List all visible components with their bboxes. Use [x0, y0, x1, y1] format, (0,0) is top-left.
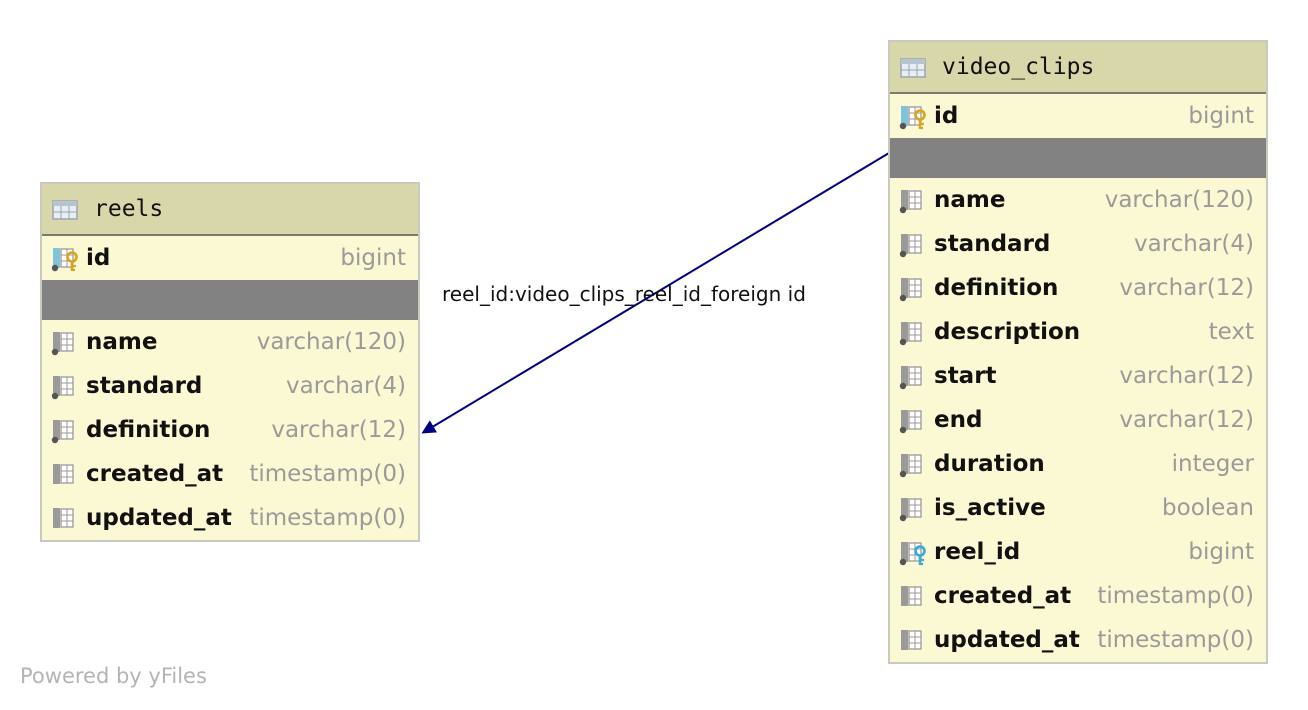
primary-key-icon [898, 101, 928, 131]
not-null-column-icon [898, 185, 928, 215]
table-reels[interactable]: reels id bigint name varchar(120) standard v… [40, 182, 420, 542]
not-null-column-icon [898, 361, 928, 391]
column-type: varchar(120) [1104, 187, 1254, 213]
column-type: timestamp(0) [249, 505, 406, 531]
column-row-definition[interactable]: definition varchar(12) [890, 266, 1266, 310]
not-null-column-icon [50, 371, 80, 401]
column-row-standard[interactable]: standard varchar(4) [890, 222, 1266, 266]
not-null-column-icon [898, 493, 928, 523]
column-name: id [86, 245, 111, 271]
primary-key-icon [50, 243, 80, 273]
powered-by-label: Powered by yFiles [20, 664, 207, 688]
column-name: duration [934, 451, 1045, 477]
column-row-id[interactable]: id bigint [42, 236, 418, 280]
column-row-name[interactable]: name varchar(120) [42, 320, 418, 364]
column-type: timestamp(0) [1097, 583, 1254, 609]
column-name: reel_id [934, 539, 1021, 565]
column-type: bigint [1188, 539, 1254, 565]
not-null-column-icon [50, 415, 80, 445]
column-name: created_at [934, 583, 1072, 609]
column-name: end [934, 407, 983, 433]
column-name: definition [934, 275, 1059, 301]
not-null-column-icon [898, 405, 928, 435]
column-name: standard [86, 373, 203, 399]
column-row-reel-id[interactable]: reel_id bigint [890, 530, 1266, 574]
column-type: timestamp(0) [249, 461, 406, 487]
column-type: timestamp(0) [1097, 627, 1254, 653]
column-type: bigint [340, 245, 406, 271]
table-title: video_clips [942, 54, 1095, 80]
table-icon [898, 52, 928, 82]
column-row-id[interactable]: id bigint [890, 94, 1266, 138]
column-type: text [1208, 319, 1254, 345]
column-name: name [934, 187, 1006, 213]
foreign-key-icon [898, 537, 928, 567]
relationship-label: reel_id:video_clips_reel_id_foreign id [442, 282, 806, 306]
column-row-standard[interactable]: standard varchar(4) [42, 364, 418, 408]
column-row-name[interactable]: name varchar(120) [890, 178, 1266, 222]
column-icon [50, 503, 80, 533]
column-type: bigint [1188, 103, 1254, 129]
columns: name varchar(120) standard varchar(4) defini… [890, 178, 1266, 662]
column-row-created-at[interactable]: created_at timestamp(0) [42, 452, 418, 496]
column-icon [898, 581, 928, 611]
column-type: boolean [1162, 495, 1254, 521]
column-row-definition[interactable]: definition varchar(12) [42, 408, 418, 452]
column-row-end[interactable]: end varchar(12) [890, 398, 1266, 442]
not-null-column-icon [898, 449, 928, 479]
key-columns: id bigint [890, 94, 1266, 138]
column-row-created-at[interactable]: created_at timestamp(0) [890, 574, 1266, 618]
column-name: definition [86, 417, 211, 443]
column-icon [898, 625, 928, 655]
key-separator [890, 138, 1266, 178]
column-name: is_active [934, 495, 1046, 521]
column-type: varchar(12) [1119, 275, 1254, 301]
column-name: description [934, 319, 1081, 345]
column-row-duration[interactable]: duration integer [890, 442, 1266, 486]
relationship-line [421, 152, 890, 434]
not-null-column-icon [898, 229, 928, 259]
not-null-column-icon [50, 327, 80, 357]
columns: name varchar(120) standard varchar(4) defini… [42, 320, 418, 540]
column-row-updated-at[interactable]: updated_at timestamp(0) [42, 496, 418, 540]
not-null-column-icon [898, 317, 928, 347]
column-name: start [934, 363, 997, 389]
column-name: name [86, 329, 158, 355]
key-columns: id bigint [42, 236, 418, 280]
table-video-clips[interactable]: video_clips id bigint name varchar(120) sta… [888, 40, 1268, 664]
column-name: id [934, 103, 959, 129]
column-row-updated-at[interactable]: updated_at timestamp(0) [890, 618, 1266, 662]
table-header: video_clips [890, 42, 1266, 94]
key-separator [42, 280, 418, 320]
column-row-is-active[interactable]: is_active boolean [890, 486, 1266, 530]
column-name: standard [934, 231, 1051, 257]
column-name: created_at [86, 461, 224, 487]
column-name: updated_at [86, 505, 232, 531]
column-name: updated_at [934, 627, 1080, 653]
column-type: varchar(12) [1119, 363, 1254, 389]
column-type: varchar(12) [271, 417, 406, 443]
column-type: varchar(12) [1119, 407, 1254, 433]
column-row-start[interactable]: start varchar(12) [890, 354, 1266, 398]
column-type: varchar(4) [285, 373, 406, 399]
column-type: varchar(120) [256, 329, 406, 355]
table-header: reels [42, 184, 418, 236]
table-icon [50, 194, 80, 224]
not-null-column-icon [898, 273, 928, 303]
column-row-description[interactable]: description text [890, 310, 1266, 354]
column-type: varchar(4) [1133, 231, 1254, 257]
table-title: reels [94, 196, 164, 222]
column-type: integer [1171, 451, 1254, 477]
column-icon [50, 459, 80, 489]
